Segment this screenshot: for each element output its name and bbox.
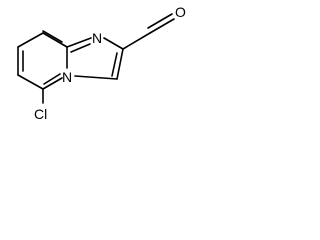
bond-c5-n4 <box>42 77 63 90</box>
imidazole-ring <box>66 37 124 80</box>
atom-chlorine: Cl <box>34 106 47 122</box>
atom-n-ring: N <box>92 30 102 46</box>
bond-c5-n4-double <box>43 73 61 85</box>
bond-c2-cho <box>122 32 151 50</box>
bond-c8a-c8 <box>42 32 68 48</box>
bond-c6-c5 <box>17 74 44 90</box>
bond-c8-c7 <box>17 32 44 48</box>
bond-n1-c2 <box>103 37 124 50</box>
atom-n-bridge: N <box>62 69 72 85</box>
bond-c3-n4 <box>74 75 118 80</box>
substituents <box>42 13 175 104</box>
bond-cho-o <box>149 18 175 34</box>
bond-c8-c8-double <box>42 30 63 43</box>
bond-cho-o-double <box>147 13 173 29</box>
bond-c2-c3-double <box>111 52 118 77</box>
atom-oxygen: O <box>175 4 186 20</box>
bond-c8a-n1-inner <box>70 43 91 53</box>
pyridine-ring <box>17 30 68 90</box>
bond-c8a-n1-double <box>66 37 92 48</box>
chemical-structure: N N O Cl <box>17 4 186 122</box>
bond-c2-c3 <box>116 48 124 80</box>
